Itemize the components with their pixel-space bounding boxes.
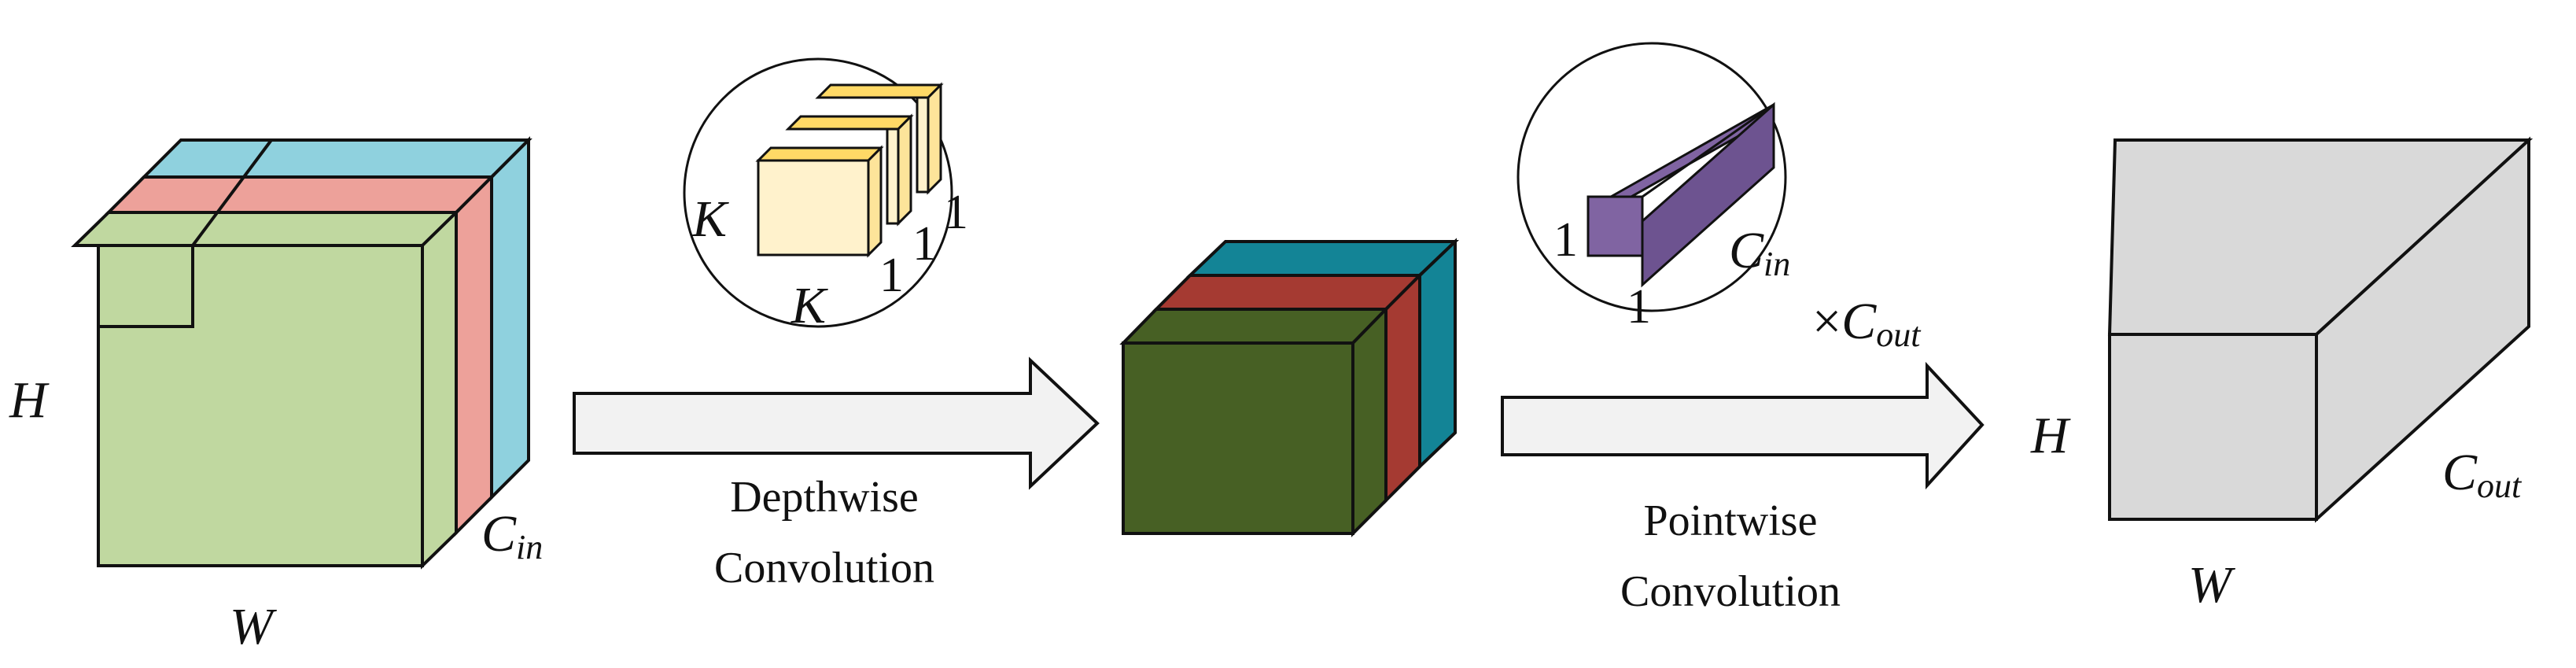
pointwise-kernel-depth-label: Cin xyxy=(1729,222,1790,283)
pointwise-caption-line2: Convolution xyxy=(1620,567,1841,616)
intermediate-green-side xyxy=(1351,305,1388,537)
depthwise-caption-line1: Depthwise xyxy=(730,473,919,522)
depthwise-caption-line2: Convolution xyxy=(714,544,934,592)
input-tensor: H W Cin xyxy=(9,136,543,655)
pointwise-depth-sub: in xyxy=(1763,245,1790,283)
input-red-side xyxy=(455,173,493,537)
pointwise-multiplier-main: C xyxy=(1841,293,1877,350)
pointwise-caption-line1: Pointwise xyxy=(1644,496,1818,545)
input-width-label: W xyxy=(230,598,277,655)
pointwise-kernel-face xyxy=(1587,195,1644,257)
intermediate-blue-side xyxy=(1418,238,1457,471)
depthwise-kernel-width-label: K xyxy=(790,277,828,334)
input-green-front xyxy=(97,244,424,567)
depthwise-kernel-cube-back xyxy=(815,82,944,195)
intermediate-tensor xyxy=(1119,238,1459,537)
output-tensor: H W Cout xyxy=(2030,136,2534,614)
input-green-side xyxy=(421,209,458,570)
input-green-top xyxy=(71,211,460,247)
pointwise-multiplier-label: ×Cout xyxy=(1812,293,1922,354)
output-height-label: H xyxy=(2030,407,2071,464)
pointwise-kernel-width-label: 1 xyxy=(1627,280,1651,334)
output-channel-main: C xyxy=(2442,444,2478,501)
pointwise-arrow xyxy=(1501,361,1985,490)
intermediate-red-side xyxy=(1384,271,1421,504)
intermediate-green-front xyxy=(1122,341,1354,535)
depthwise-arrow xyxy=(573,356,1100,490)
depthwise-depth-label-1: 1 xyxy=(879,249,904,302)
output-width-label: W xyxy=(2188,556,2235,614)
input-channel-main: C xyxy=(481,505,517,563)
input-height-label: H xyxy=(9,371,50,429)
intermediate-blue-top xyxy=(1186,240,1459,277)
input-blue-top xyxy=(140,138,533,179)
pointwise-kernel-edge xyxy=(1642,103,1774,198)
output-front xyxy=(2108,333,2318,521)
depthwise-depth-label-3: 1 xyxy=(944,186,968,239)
pointwise-multiplier-symbol: × xyxy=(1812,293,1841,350)
depthwise-depth-label-2: 1 xyxy=(912,217,937,271)
pointwise-kernel-group: 1 1 Cin xyxy=(1516,42,1790,334)
input-sliding-window xyxy=(98,245,194,328)
pointwise-kernel-height-label: 1 xyxy=(1553,213,1578,267)
intermediate-red-top xyxy=(1152,274,1424,311)
input-red-top xyxy=(105,175,496,214)
input-channel-sub: in xyxy=(516,528,543,567)
pointwise-multiplier-sub: out xyxy=(1876,316,1922,354)
output-channel-label: Cout xyxy=(2442,444,2523,505)
pointwise-depth-main: C xyxy=(1729,222,1764,279)
depthwise-kernel-cube-middle xyxy=(785,113,914,227)
output-channel-sub: out xyxy=(2477,467,2523,505)
pointwise-kernel-side xyxy=(1641,101,1775,288)
input-top-grid-line xyxy=(191,138,273,247)
input-blue-side xyxy=(490,136,530,501)
intermediate-green-top xyxy=(1119,308,1390,345)
depthwise-kernel-height-label: K xyxy=(691,190,729,248)
input-channel-label: Cin xyxy=(481,505,543,567)
depthwise-kernel-cube-front xyxy=(755,145,884,258)
depthwise-kernel-group: K K 1 1 1 xyxy=(683,57,968,334)
